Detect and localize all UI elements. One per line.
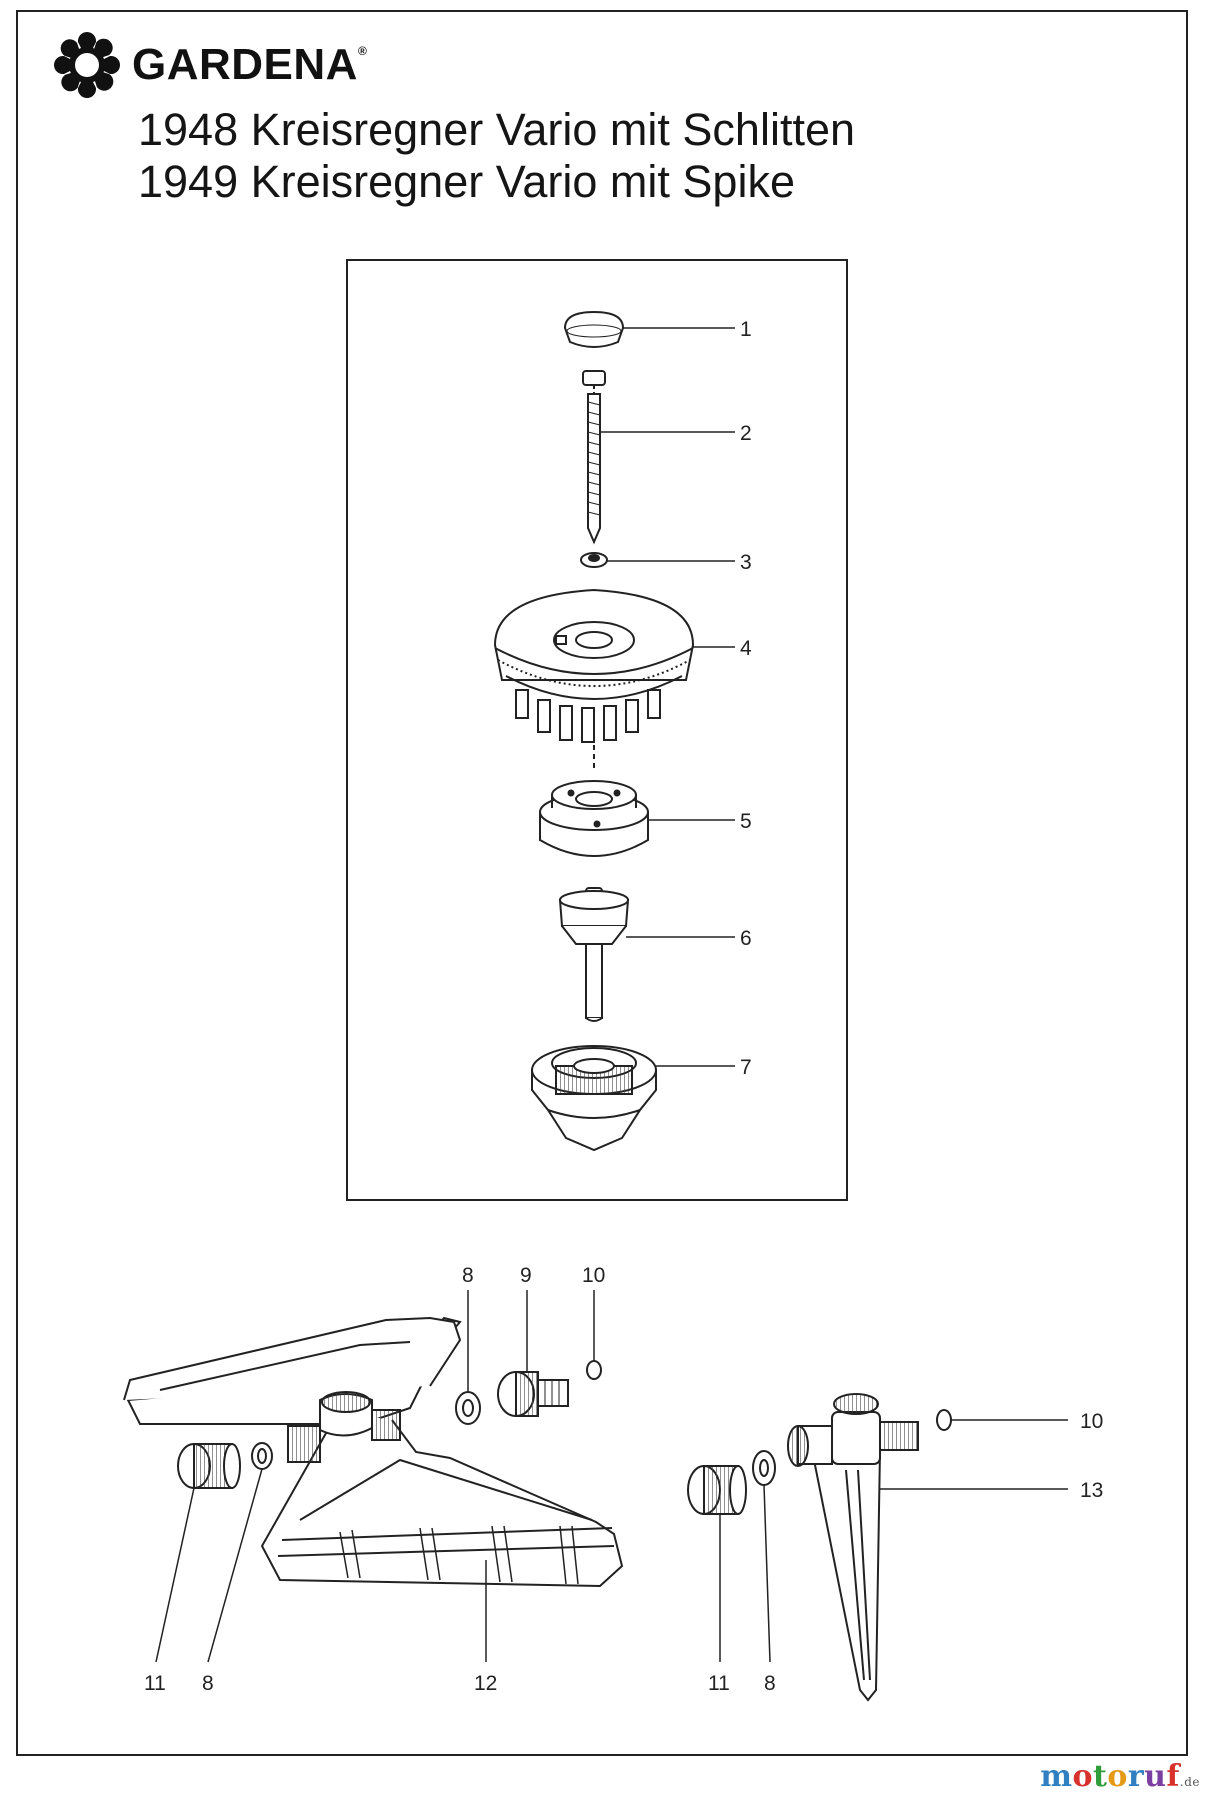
part-4-deflector [493,588,695,770]
sled-center-hub [287,1391,401,1463]
label-part-8-right: 8 [764,1672,776,1695]
label-part-12: 12 [474,1672,497,1695]
brand-header: GARDENA® [52,30,367,100]
label-part-10-right: 10 [1080,1410,1103,1433]
part-9-connector-nut [497,1371,569,1417]
head-assembly-frame [346,259,848,1201]
label-part-7: 7 [740,1056,752,1079]
label-part-8-left: 8 [202,1672,214,1695]
part-13-spike [787,1393,919,1702]
label-part-6: 6 [740,927,752,950]
brand-name: GARDENA® [132,40,368,89]
part-11-cap-nut-right [687,1465,747,1515]
part-3-washer [580,552,608,568]
label-part-8-top: 8 [462,1264,474,1287]
label-part-11-left: 11 [144,1672,166,1695]
label-part-1: 1 [740,318,752,341]
label-part-2: 2 [740,422,752,445]
part-8-seal-ring-top [455,1391,481,1425]
label-part-9: 9 [520,1264,532,1287]
label-part-13: 13 [1080,1479,1103,1502]
label-part-5: 5 [740,810,752,833]
part-8-seal-ring-right [752,1450,776,1486]
part-11-cap-nut-left [177,1443,241,1489]
part-labels: 1 2 3 4 5 6 7 8 9 10 11 8 12 10 13 11 8 [144,318,1103,1695]
part-1-cap [563,310,625,348]
label-part-10-top: 10 [582,1264,605,1287]
part-6-nozzle-shaft [558,887,630,1022]
title-line-1949: 1949 Kreisregner Vario mit Spike [138,156,795,207]
label-part-3: 3 [740,551,752,574]
title-line-1948: 1948 Kreisregner Vario mit Schlitten [138,104,856,155]
part-5-bearing-ring [539,780,649,857]
part-12-sled-base [123,1316,624,1588]
site-watermark: motoruf.de [1040,1759,1200,1794]
title-block: 1948 Kreisregner Vario mit Schlitten 194… [138,104,855,208]
part-2-screw [582,370,606,545]
leader-lines [155,327,1068,1663]
label-part-4: 4 [740,637,752,660]
part-7-base-nut [531,1045,657,1152]
label-part-11-right: 11 [708,1672,730,1695]
gardena-logo-icon [53,31,121,99]
part-10-o-ring-top [586,1360,602,1380]
part-10-o-ring-right [936,1409,952,1431]
part-8-seal-ring-left [251,1442,273,1470]
